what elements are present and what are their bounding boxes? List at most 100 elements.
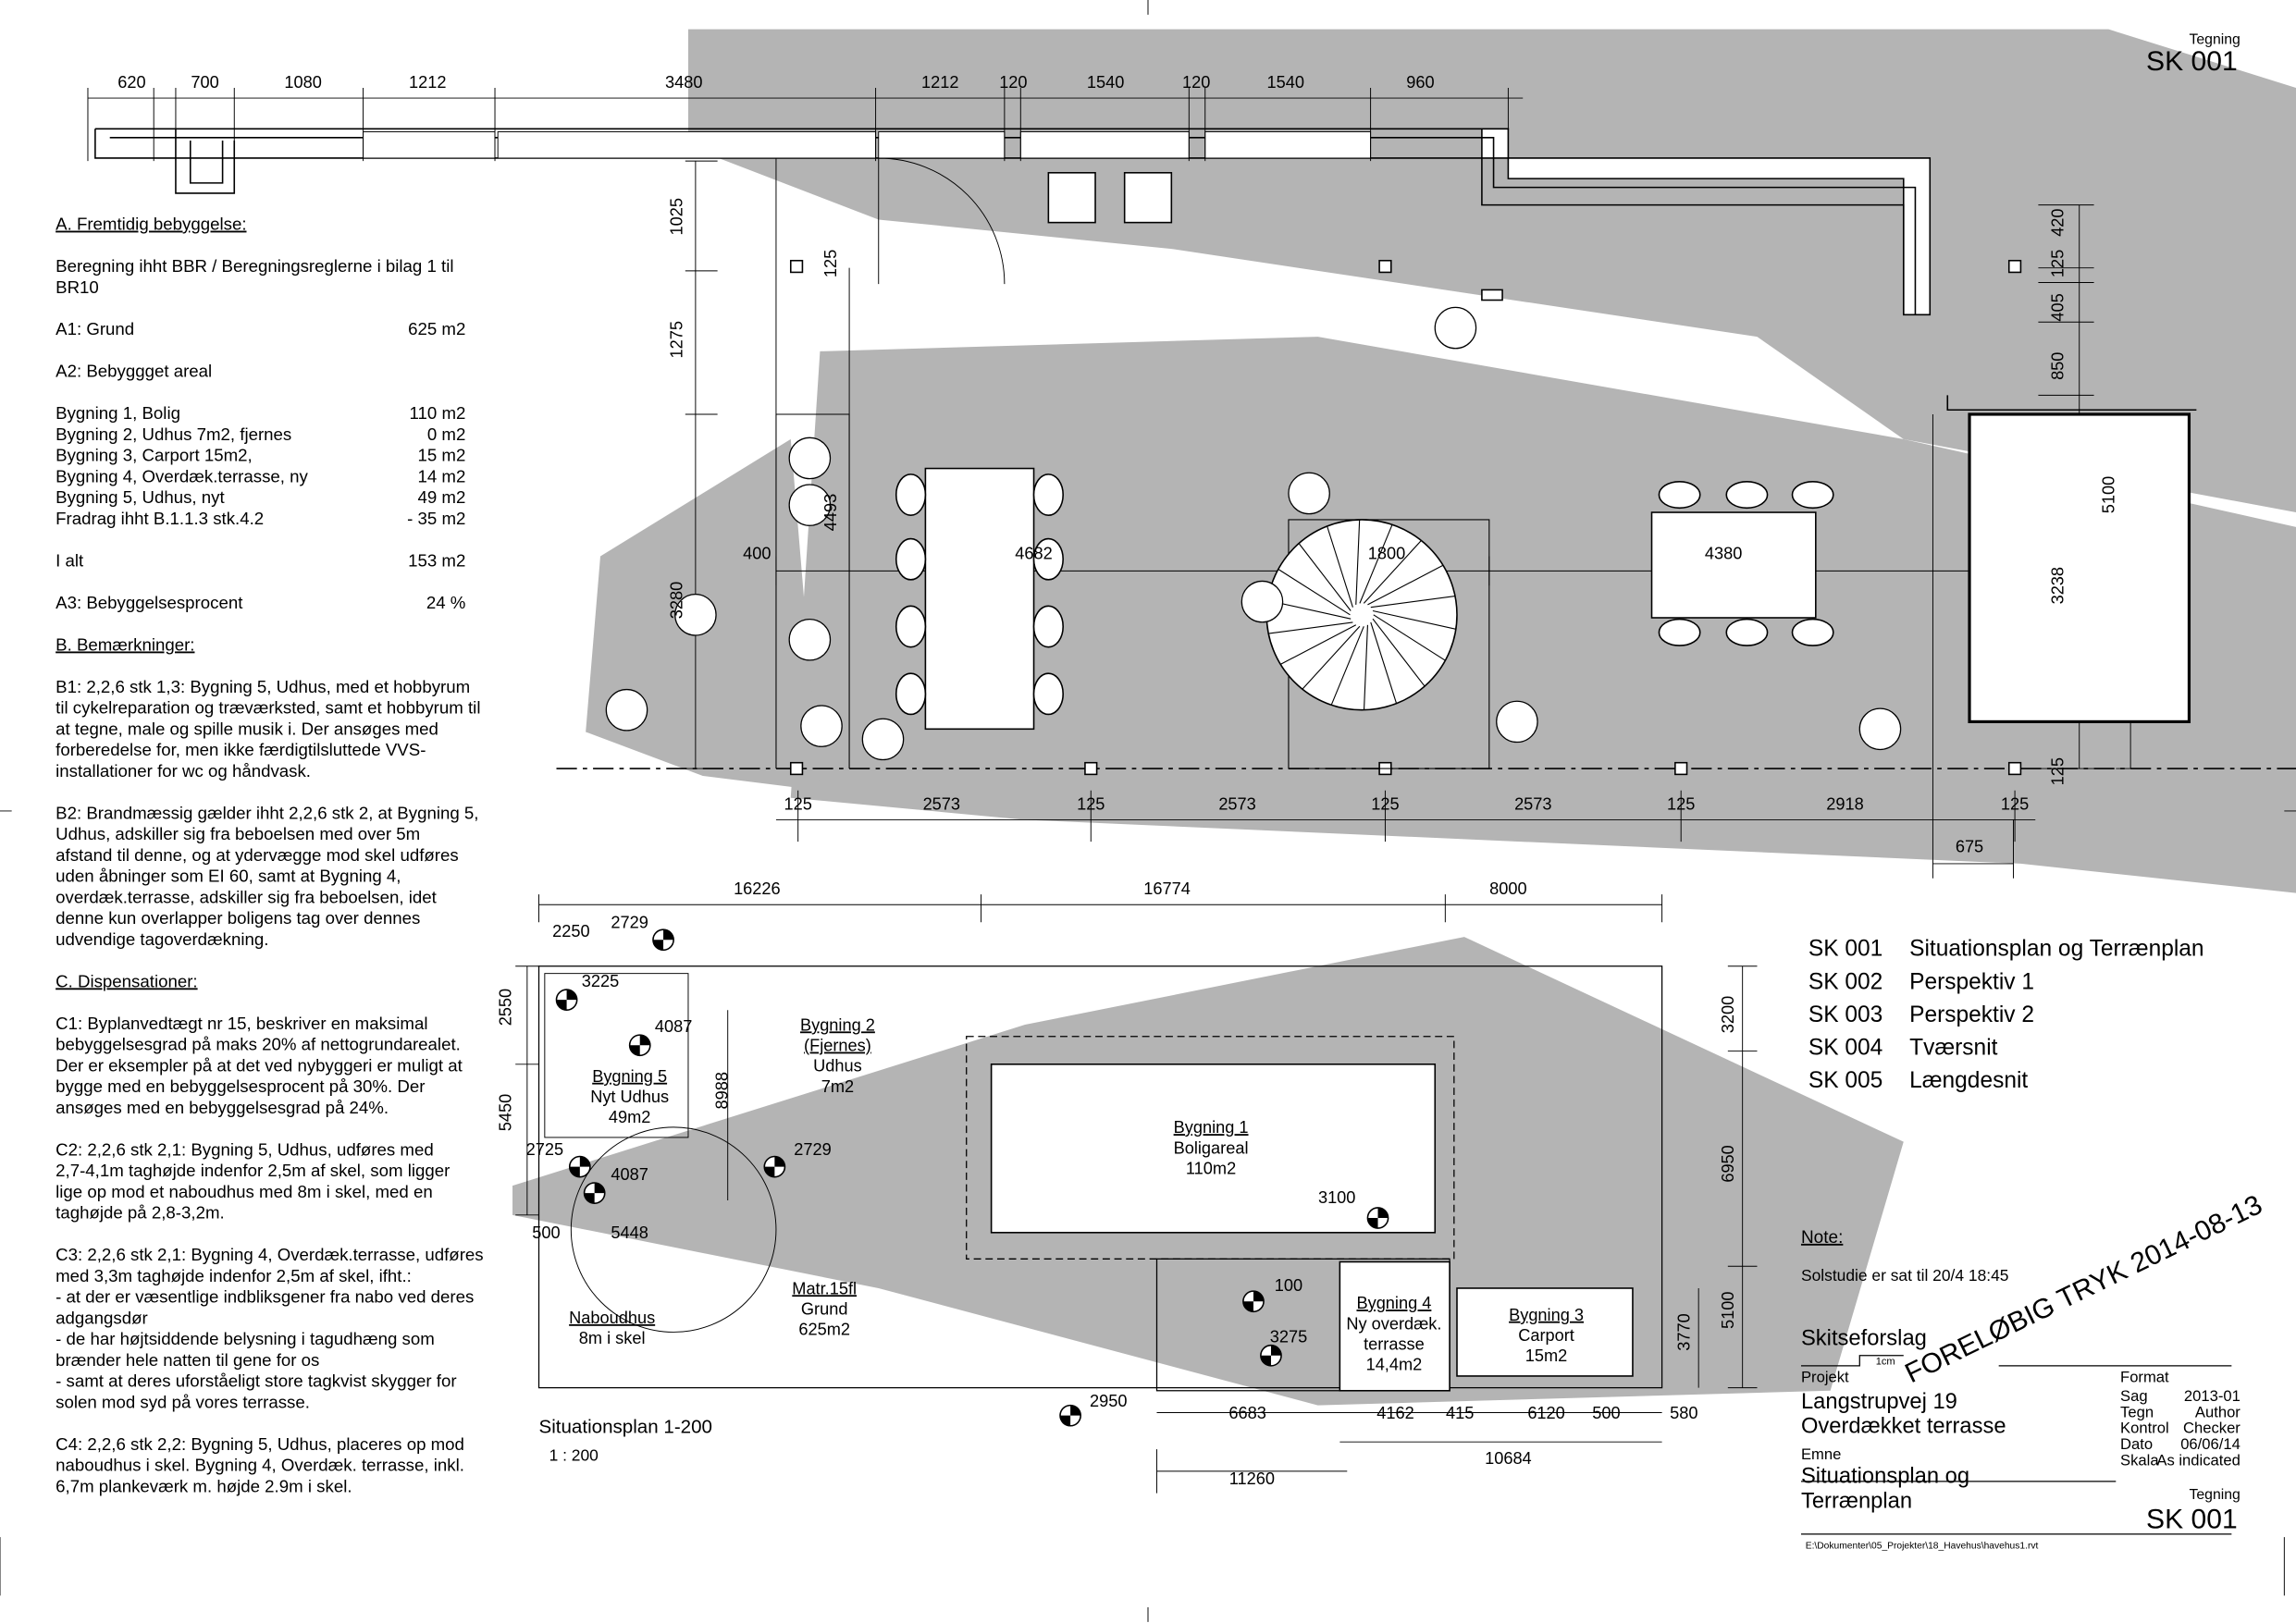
field-value: Checker bbox=[2183, 1420, 2240, 1437]
building-label: Grund bbox=[801, 1299, 848, 1318]
level-marker-icon bbox=[1059, 1404, 1081, 1427]
notes-line: forberedelse for, men ikke færdigtilslut… bbox=[56, 740, 426, 759]
notes-line: B2: Brandmæssig gælder ihht 2,2,6 stk 2,… bbox=[56, 803, 478, 822]
notes-line: overdæk.terrasse, adskiller sig fra bebo… bbox=[56, 887, 437, 906]
site-dim: 3200 bbox=[1719, 996, 1737, 1033]
column-markers bbox=[789, 259, 2022, 776]
dim-right: 420 bbox=[2048, 208, 2067, 236]
dim-left: 1025 bbox=[668, 198, 686, 235]
sheet-number: SK 001 bbox=[2146, 46, 2238, 77]
notes-line: uden åbninger som EI 60, samt at Bygning… bbox=[56, 867, 401, 886]
level-marker-icon bbox=[568, 1155, 591, 1178]
dim-right: 850 bbox=[2048, 352, 2067, 380]
title-block-lines bbox=[1800, 1355, 2232, 1535]
note-text: Solstudie er sat til 20/4 18:45 bbox=[1801, 1266, 2009, 1285]
sheet-list-number: SK 004 bbox=[1808, 1036, 1882, 1061]
building-label: 7m2 bbox=[821, 1077, 854, 1096]
site-dim: 5450 bbox=[496, 1094, 514, 1131]
notes-line: Udhus, adskiller sig fra beboelsen med o… bbox=[56, 824, 420, 843]
furniture bbox=[895, 467, 1834, 769]
notes-line: A1: Grund bbox=[56, 319, 134, 338]
dim-left: 3280 bbox=[668, 582, 686, 619]
field-value: 06/06/14 bbox=[2180, 1435, 2240, 1453]
notes-value: 24 % bbox=[426, 593, 466, 612]
notes-value: 110 m2 bbox=[410, 403, 466, 423]
building-label: Matr.15fl bbox=[792, 1279, 857, 1297]
drawing-number: SK 001 bbox=[2146, 1505, 2238, 1535]
dim-bottom: 2918 bbox=[1826, 794, 1863, 813]
field-value: 2013-01 bbox=[2184, 1387, 2240, 1405]
building-label: Carport bbox=[1518, 1326, 1574, 1345]
view-scale: 1 : 200 bbox=[549, 1446, 599, 1465]
note-heading: Note: bbox=[1801, 1228, 1843, 1248]
notes-line: 6,7m plankeværk m. højde 2.9m i skel. bbox=[56, 1476, 352, 1495]
sheet-list-number: SK 005 bbox=[1808, 1068, 1882, 1093]
level-marker-icon bbox=[628, 1034, 651, 1057]
building-label: 14,4m2 bbox=[1366, 1356, 1423, 1374]
notes-line: installationer for wc og håndvask. bbox=[56, 761, 311, 781]
notes-line: A. Fremtidig bebyggelse: bbox=[56, 215, 246, 234]
dim-bottom: 125 bbox=[1371, 794, 1399, 813]
dim-top: 1080 bbox=[284, 73, 321, 92]
field-key: Tegn bbox=[2120, 1403, 2154, 1420]
site-dim: 2729 bbox=[794, 1140, 831, 1159]
level-marker-icon bbox=[1260, 1344, 1282, 1367]
building-label: terrasse bbox=[1364, 1334, 1425, 1353]
level-markers bbox=[555, 928, 1389, 1427]
notes-line: C4: 2,2,6 stk 2,2: Bygning 5, Udhus, pla… bbox=[56, 1434, 464, 1454]
dim-bottom: 125 bbox=[1667, 794, 1695, 813]
project-subtitle: Overdækket terrasse bbox=[1801, 1415, 2006, 1439]
dim-middle: 1800 bbox=[1368, 545, 1405, 563]
building-walls bbox=[94, 128, 1932, 316]
notes-line: - de har højtsiddende belysning i tagudh… bbox=[56, 1329, 435, 1348]
field-value: Author bbox=[2195, 1403, 2240, 1420]
building-label: Bygning 1 bbox=[1174, 1118, 1249, 1137]
level-marker-icon bbox=[1366, 1207, 1389, 1229]
notes-value: 625 m2 bbox=[408, 319, 465, 338]
dim-middle: 4380 bbox=[1705, 545, 1742, 563]
dim-middle: 4682 bbox=[1015, 545, 1052, 563]
site-plan bbox=[515, 894, 1758, 1494]
notes-line: C3: 2,2,6 stk 2,1: Bygning 4, Overdæk.te… bbox=[56, 1245, 483, 1264]
site-dim: 6683 bbox=[1228, 1404, 1265, 1422]
notes-line: Bygning 2, Udhus 7m2, fjernes bbox=[56, 424, 291, 444]
dim-top: 120 bbox=[999, 73, 1027, 92]
notes-line: BR10 bbox=[56, 277, 99, 297]
dim-right: 3238 bbox=[2048, 567, 2067, 604]
dim-top: 1540 bbox=[1267, 73, 1304, 92]
site-dim: 500 bbox=[532, 1223, 560, 1242]
dim-right: 405 bbox=[2048, 293, 2067, 321]
building-label: Bygning 2 bbox=[800, 1015, 875, 1034]
site-dim: 16226 bbox=[734, 879, 781, 898]
file-path: E:\Dokumenter\05_Projekter\18_Havehus\ha… bbox=[1806, 1542, 2039, 1552]
notes-line: 2,7-4,1m taghøjde indenfor 2,5m af skel,… bbox=[56, 1161, 450, 1180]
sheet-label: Tegning bbox=[2189, 32, 2240, 48]
building-label: Bygning 5 bbox=[592, 1067, 667, 1086]
building-label: Udhus bbox=[813, 1057, 862, 1076]
notes-value: 49 m2 bbox=[418, 487, 466, 507]
drawing-label: Tegning bbox=[2189, 1487, 2240, 1503]
notes-line: Bygning 4, Overdæk.terrasse, ny bbox=[56, 466, 308, 486]
sheet-list-name: Længdesnit bbox=[1909, 1068, 2028, 1093]
sheet-list-number: SK 003 bbox=[1808, 1002, 1882, 1027]
dim-extra: 675 bbox=[1956, 837, 1983, 855]
notes-line: ansøges med en bebyggelsesgrad på 24%. bbox=[56, 1098, 389, 1117]
site-dim: 415 bbox=[1446, 1404, 1474, 1422]
dim-top: 700 bbox=[191, 73, 218, 92]
notes-line: A2: Bebyggget areal bbox=[56, 362, 212, 381]
notes-line: C1: Byplanvedtægt nr 15, beskriver en ma… bbox=[56, 1014, 427, 1033]
building-label: 49m2 bbox=[609, 1108, 651, 1126]
building-label: 8m i skel bbox=[579, 1329, 646, 1347]
level-marker-icon bbox=[763, 1155, 786, 1178]
dim-top: 120 bbox=[1182, 73, 1210, 92]
site-dim: 2250 bbox=[552, 922, 589, 941]
site-dim: 4087 bbox=[611, 1165, 648, 1184]
site-dim: 6120 bbox=[1527, 1404, 1564, 1422]
site-dim: 10684 bbox=[1485, 1449, 1532, 1468]
sheet-list-number: SK 001 bbox=[1808, 937, 1882, 962]
notes-line: A3: Bebyggelsesprocent bbox=[56, 593, 243, 612]
dim-right: 125 bbox=[2048, 757, 2067, 785]
site-dim: 3275 bbox=[1270, 1328, 1307, 1346]
